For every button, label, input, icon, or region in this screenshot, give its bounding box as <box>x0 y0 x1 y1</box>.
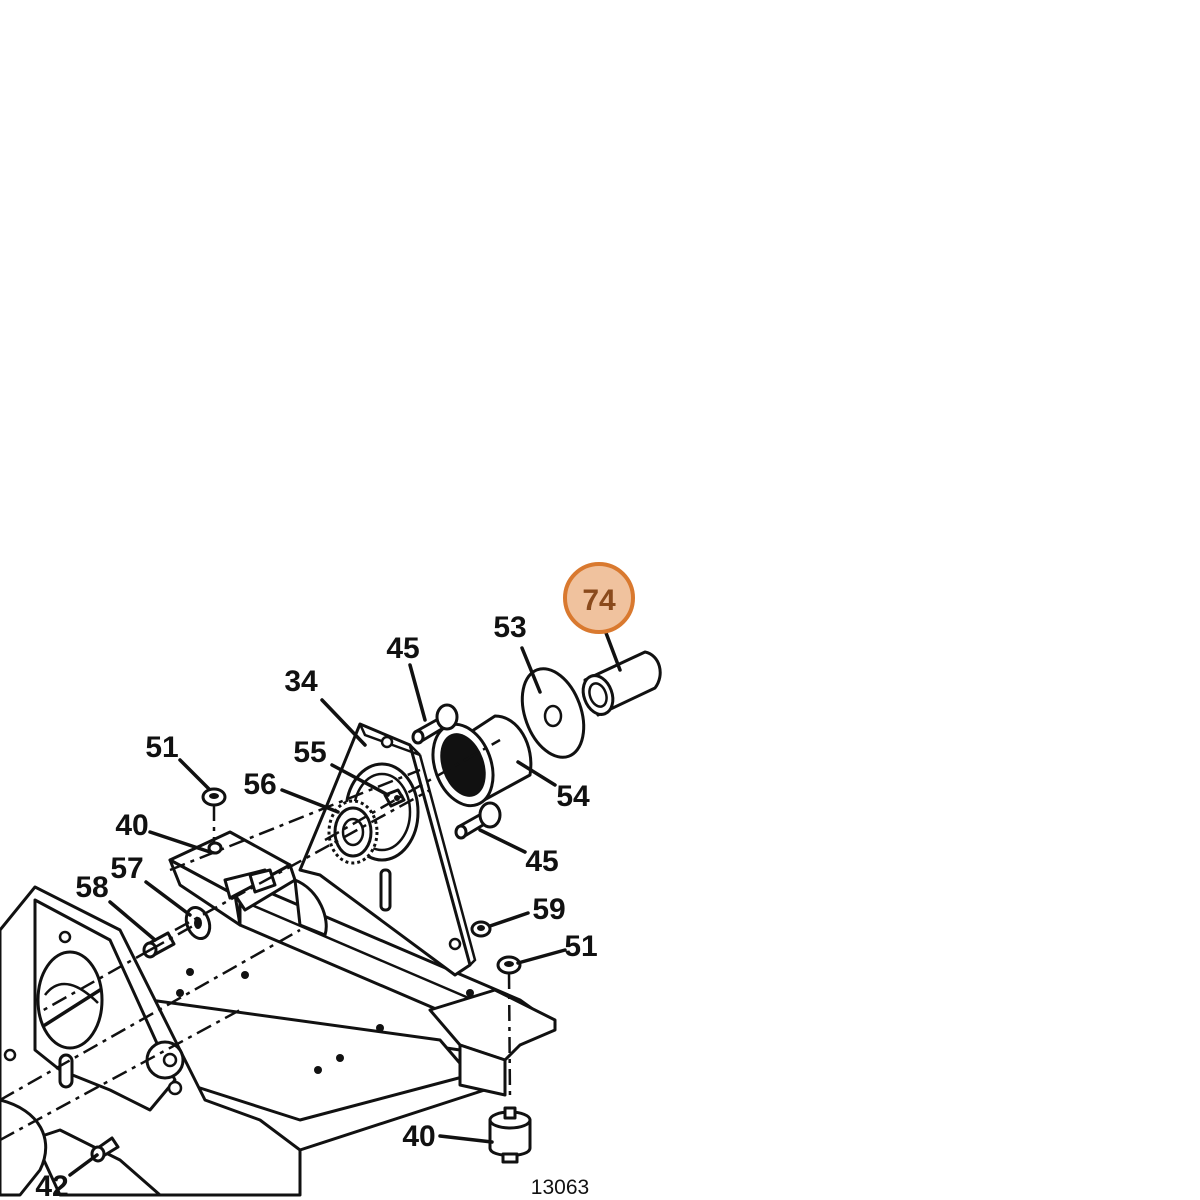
leader-lines <box>68 615 622 1177</box>
callout-74[interactable]: 74 <box>582 584 616 617</box>
nut-51-right <box>496 955 522 975</box>
sleeve-74 <box>581 650 662 717</box>
callout-34[interactable]: 34 <box>284 665 318 698</box>
bolt-45-upper <box>411 703 459 745</box>
highlight-ring-74 <box>563 562 635 634</box>
callout-53[interactable]: 53 <box>493 611 526 644</box>
bolt-45-lower <box>454 801 502 840</box>
callout-55[interactable]: 55 <box>293 736 326 769</box>
chassis-frame <box>0 885 502 1197</box>
callout-42[interactable]: 42 <box>35 1170 68 1200</box>
callout-58[interactable]: 58 <box>75 871 108 904</box>
nut-51-left <box>201 787 227 807</box>
figure-number: 13063 <box>531 1176 589 1199</box>
callout-45-bottom[interactable]: 45 <box>525 845 558 878</box>
bearing-housing-54 <box>431 714 533 808</box>
isolator-mount-40-bottom <box>488 1106 532 1164</box>
callout-labels: 74 53 45 34 55 56 54 45 51 40 57 58 59 5… <box>35 562 635 1200</box>
screw-59 <box>470 920 492 938</box>
callout-51-left[interactable]: 51 <box>145 731 178 764</box>
callout-51-right[interactable]: 51 <box>564 930 597 963</box>
callout-54[interactable]: 54 <box>556 780 590 813</box>
callout-45-top[interactable]: 45 <box>386 632 419 665</box>
callout-56[interactable]: 56 <box>243 768 276 801</box>
callout-40-top[interactable]: 40 <box>115 809 148 842</box>
callout-40-bottom[interactable]: 40 <box>402 1120 435 1153</box>
assembly-centerlines <box>0 738 512 1142</box>
stud-40-top <box>207 841 223 855</box>
callout-59[interactable]: 59 <box>532 893 565 926</box>
callout-57[interactable]: 57 <box>110 852 143 885</box>
